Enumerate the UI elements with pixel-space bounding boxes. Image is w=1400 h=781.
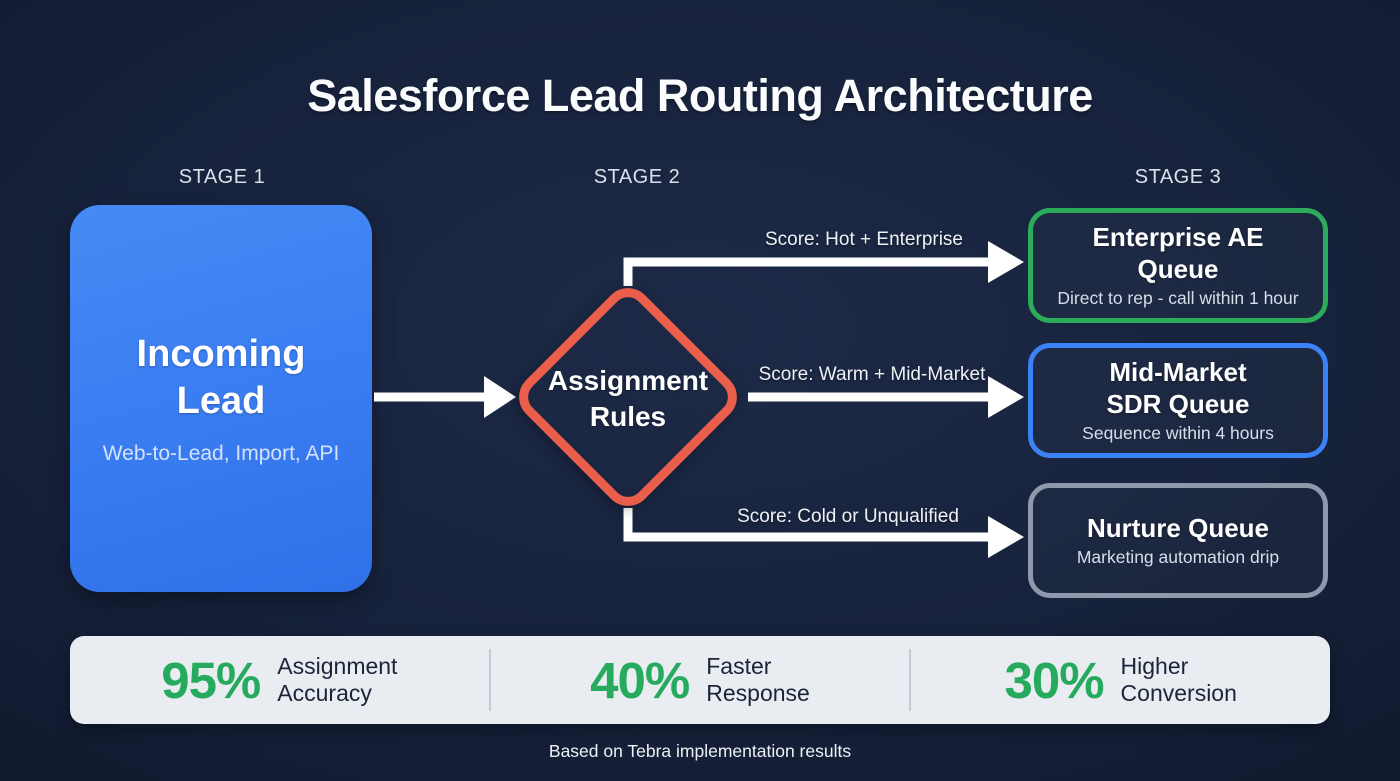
nurture-queue-title: Nurture Queue: [1086, 512, 1270, 543]
stat-value: 40%: [590, 651, 690, 709]
mid-market-sdr-queue-title: Mid-Market SDR Queue: [1106, 356, 1250, 419]
mid-market-sdr-queue-card: Mid-Market SDR Queue Sequence within 4 h…: [1028, 343, 1328, 458]
page-title: Salesforce Lead Routing Architecture: [307, 70, 1093, 121]
enterprise-ae-queue-subtitle: Direct to rep - call within 1 hour: [1057, 288, 1299, 309]
mid-market-sdr-queue-subtitle: Sequence within 4 hours: [1082, 423, 1274, 444]
assignment-rules-label: Assignment Rules: [547, 365, 709, 432]
stat-assignment-accuracy: 95% Assignment Accuracy: [70, 636, 489, 724]
stats-divider: [488, 649, 491, 711]
incoming-lead-subtitle: Web-to-Lead, Import, API: [102, 441, 340, 465]
stat-label: Faster Response: [706, 652, 810, 706]
stat-higher-conversion: 30% Higher Conversion: [911, 636, 1330, 724]
arrow-route-warm-midmarket: [748, 376, 1024, 418]
arrow-incoming-to-rules: [374, 376, 516, 418]
stat-value: 95%: [161, 651, 261, 709]
route-label-hot-enterprise: Score: Hot + Enterprise: [764, 229, 964, 250]
stage-3-label: STAGE 3: [1134, 166, 1222, 188]
route-label-cold-unqualified: Score: Cold or Unqualified: [737, 506, 959, 527]
enterprise-ae-queue-title: Enterprise AE Queue: [1092, 221, 1264, 284]
stats-bar: 95% Assignment Accuracy 40% Faster Respo…: [70, 636, 1330, 724]
stat-value: 30%: [1004, 651, 1104, 709]
stat-faster-response: 40% Faster Response: [491, 636, 910, 724]
incoming-lead-title: Incoming Lead: [136, 333, 306, 422]
stats-divider: [909, 649, 912, 711]
stat-label: Assignment Accuracy: [277, 652, 398, 706]
route-label-warm-midmarket: Score: Warm + Mid-Market: [758, 364, 986, 385]
arrow-route-cold-unqualified: [623, 508, 1024, 558]
arrow-route-hot-enterprise: [623, 241, 1024, 286]
nurture-queue-card: Nurture Queue Marketing automation drip: [1028, 483, 1328, 598]
stat-label: Higher Conversion: [1120, 652, 1237, 706]
nurture-queue-subtitle: Marketing automation drip: [1076, 547, 1280, 568]
incoming-lead-card: Incoming Lead Web-to-Lead, Import, API: [70, 205, 372, 592]
footer-note: Based on Tebra implementation results: [548, 741, 852, 761]
enterprise-ae-queue-card: Enterprise AE Queue Direct to rep - call…: [1028, 208, 1328, 323]
stage-2-label: STAGE 2: [593, 166, 681, 188]
stage-1-label: STAGE 1: [178, 166, 266, 188]
